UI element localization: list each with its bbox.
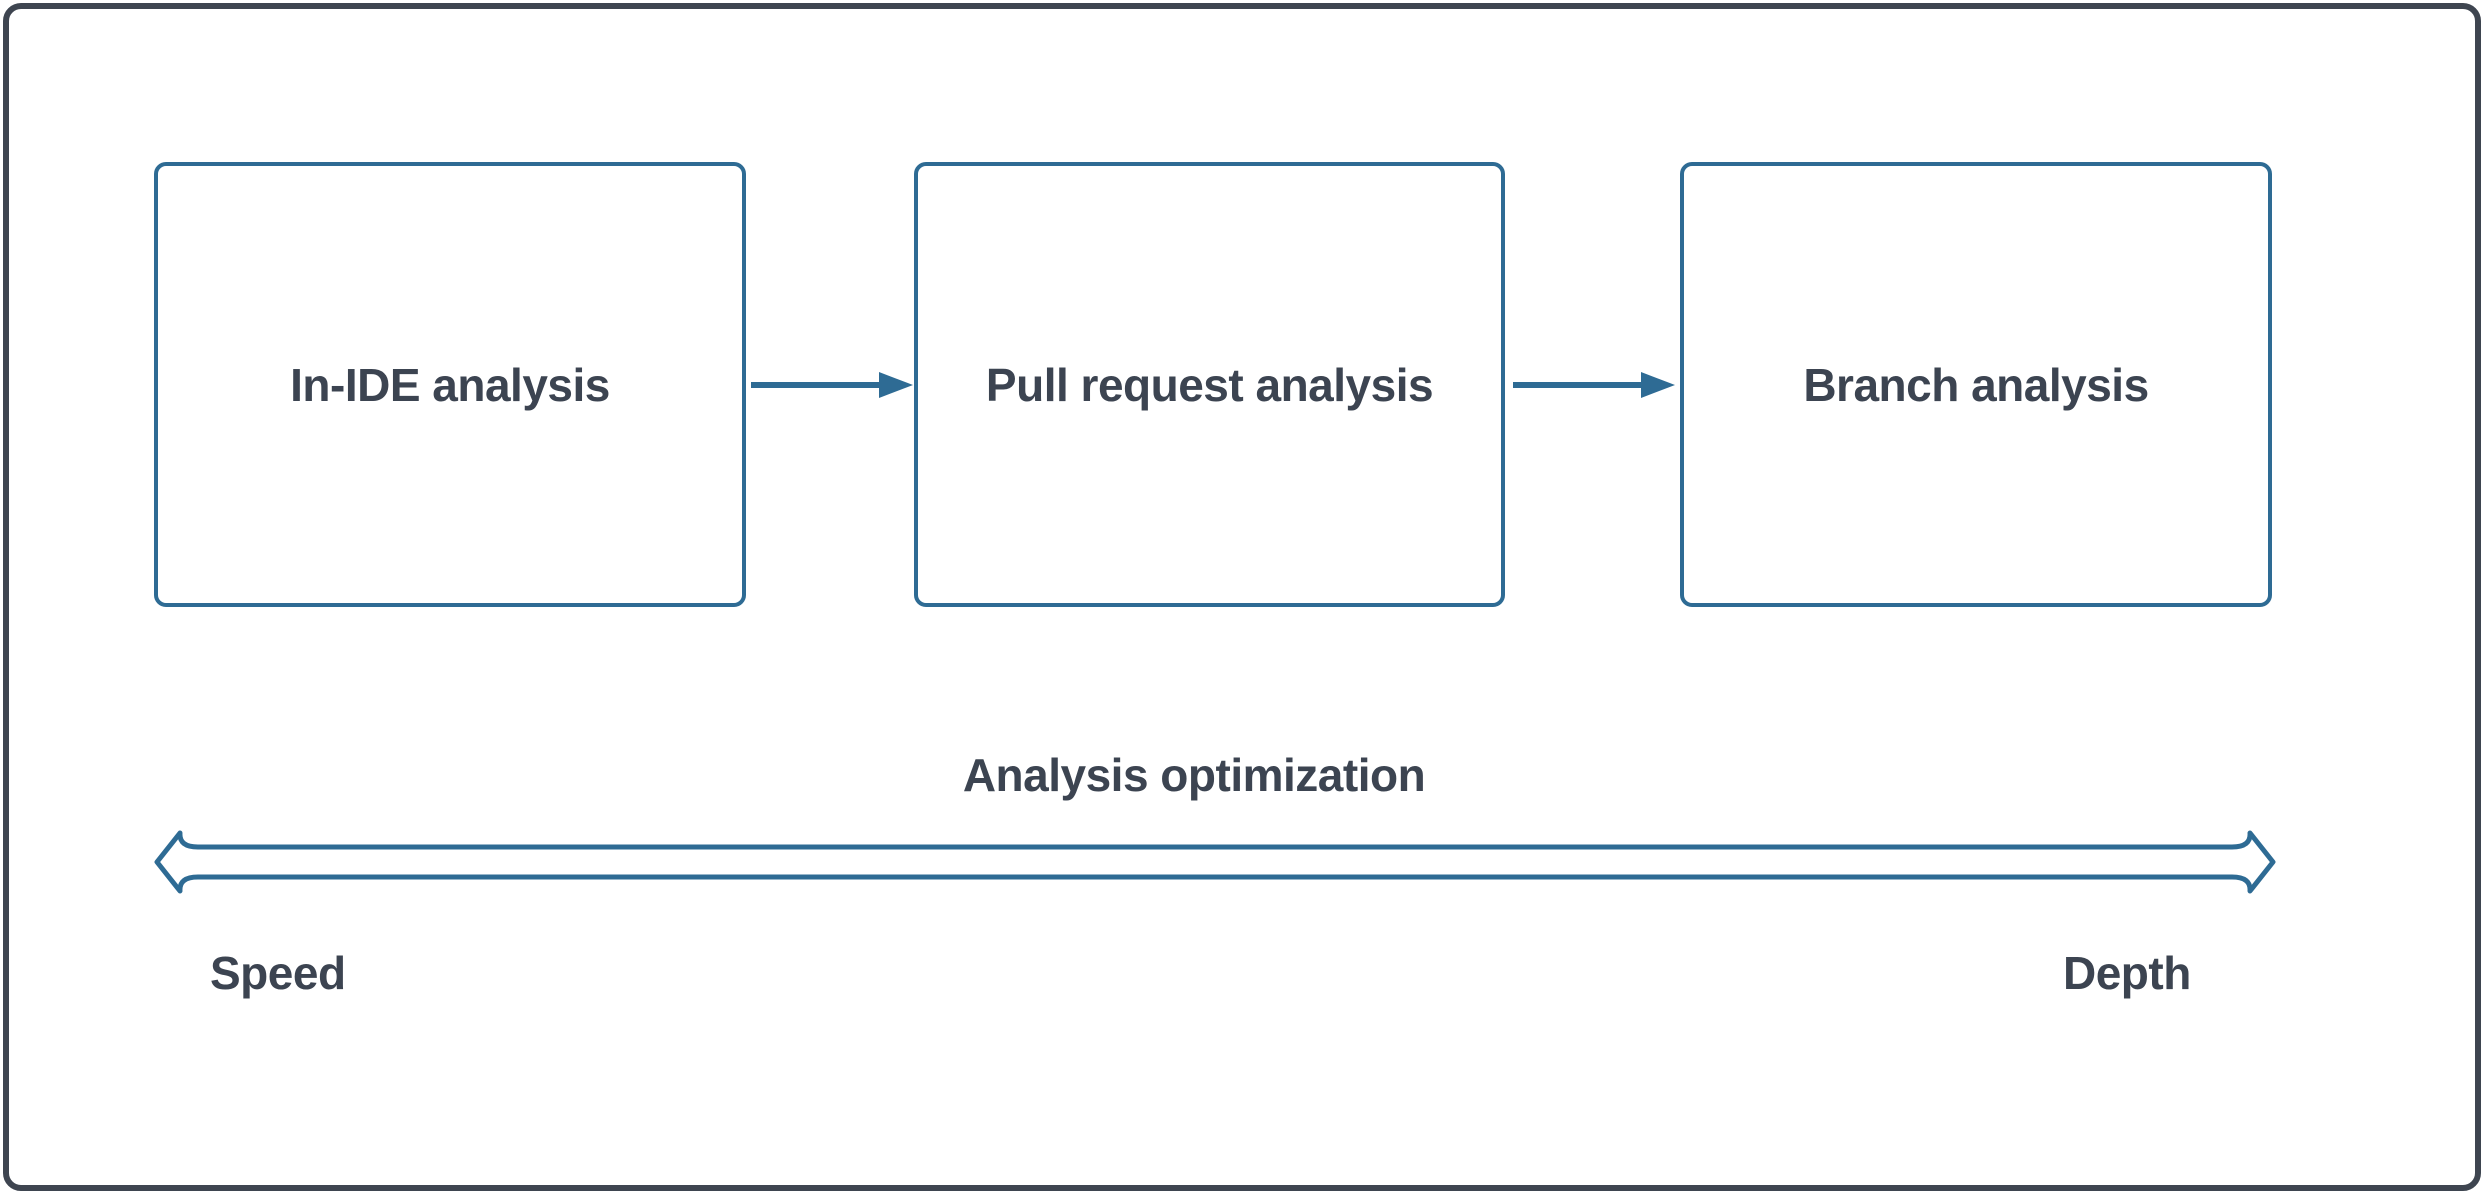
node-label: In-IDE analysis: [290, 358, 610, 411]
speed-depth-axis-arrow-icon: [154, 830, 2276, 894]
flow-arrow-icon: [751, 372, 913, 398]
node-label: Pull request analysis: [985, 358, 1434, 411]
node-branch-analysis: Branch analysis: [1680, 162, 2272, 607]
axis-label-speed: Speed: [210, 947, 346, 999]
node-in-ide-analysis: In-IDE analysis: [154, 162, 746, 607]
axis-label-depth: Depth: [2063, 947, 2191, 999]
flow-arrow-icon: [1513, 372, 1675, 398]
axis-title: Analysis optimization: [962, 749, 1426, 801]
node-label: Branch analysis: [1803, 358, 2149, 411]
node-pull-request-analysis: Pull request analysis: [914, 162, 1505, 607]
